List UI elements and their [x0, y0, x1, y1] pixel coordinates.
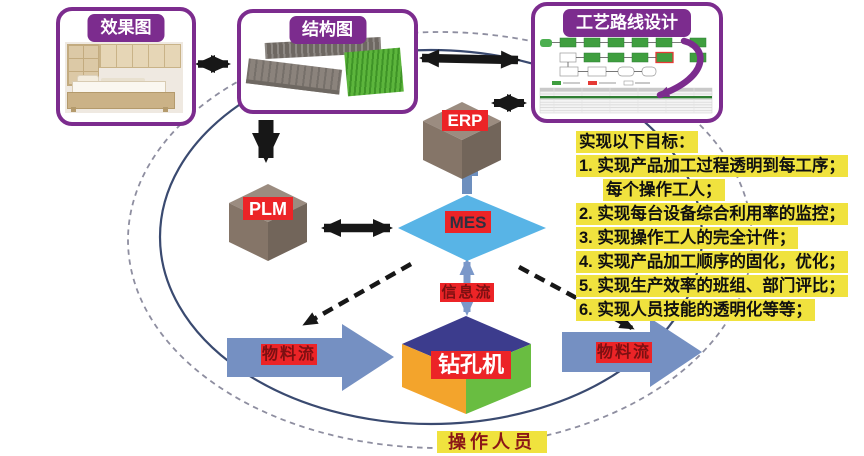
goal-line-3: 3. 实现操作工人的完全计件；	[576, 227, 799, 249]
goal-line-1b: 每个操作工人；	[603, 179, 725, 201]
dashed-arrow-mes-material-left	[302, 262, 413, 326]
arrow-structure-route	[419, 49, 521, 69]
info-flow-label: 信息流	[440, 283, 494, 302]
goal-line-6: 6. 实现人员技能的透明化等等；	[576, 299, 815, 321]
route-flowchart-thumbnail	[538, 33, 714, 115]
operator-label: 操作人员	[437, 431, 547, 453]
process-route-box: 工艺路线设计	[531, 2, 723, 123]
furniture-shelf	[99, 44, 181, 68]
goal-line-5: 5. 实现生产效率的班组、部门评比；	[576, 275, 848, 297]
cad-part-left	[245, 58, 343, 95]
effect-diagram-title: 效果图	[87, 14, 165, 42]
material-flow-label-left: 物料流	[261, 344, 317, 365]
structure-diagram-box: 结构图	[237, 9, 418, 114]
furniture-photo	[65, 42, 183, 113]
goals-title: 实现以下目标：	[576, 131, 698, 153]
furniture-bedframe	[67, 92, 175, 109]
material-flow-label-right: 物料流	[596, 342, 652, 363]
route-thumbnail-graphic	[539, 37, 713, 114]
plm-label: PLM	[243, 197, 293, 220]
goals-block: 实现以下目标： 1. 实现产品加工过程透明到每工序； 每个操作工人； 2. 实现…	[576, 131, 864, 323]
goal-line-4: 4. 实现产品加工顺序的固化，优化；	[576, 251, 848, 273]
dashed-arrow-mes-material-right	[517, 265, 635, 330]
goal-line-1: 1. 实现产品加工过程透明到每工序；	[576, 155, 848, 177]
drilling-machine-label: 钻孔机	[431, 351, 511, 379]
structure-diagram-title: 结构图	[289, 16, 366, 44]
curved-arrow-icon	[656, 37, 704, 99]
mes-label: MES	[445, 211, 491, 233]
plm-cube	[229, 184, 307, 261]
cad-parts-image	[245, 36, 406, 104]
effect-diagram-box: 效果图	[56, 7, 196, 126]
connector-arrows	[195, 49, 635, 330]
cad-part-green	[344, 47, 404, 97]
process-route-title: 工艺路线设计	[563, 9, 691, 37]
goal-line-2: 2. 实现每台设备综合利用率的监控；	[576, 203, 848, 225]
erp-label: ERP	[442, 110, 488, 131]
